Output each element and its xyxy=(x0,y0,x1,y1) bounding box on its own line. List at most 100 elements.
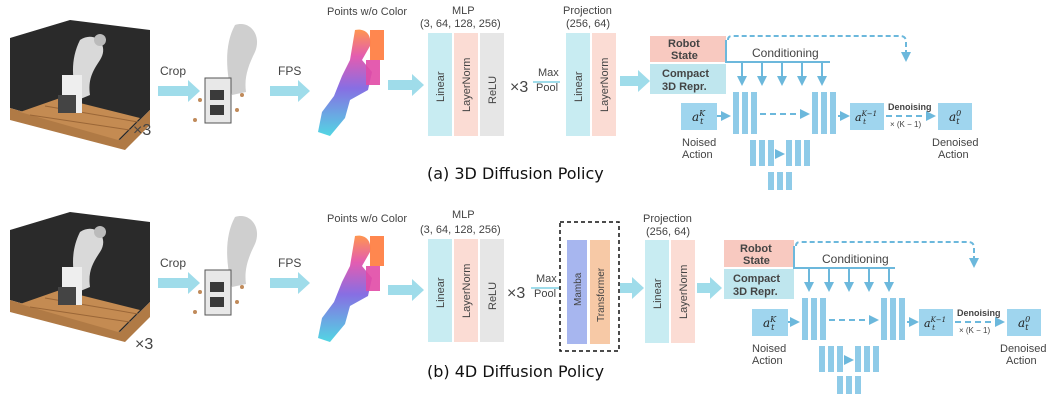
projection-layernorm-label: LayerNorm xyxy=(599,58,611,112)
robot-state-block xyxy=(650,36,726,62)
denoising-label: Denoising xyxy=(888,102,932,112)
fps-label: FPS xyxy=(278,256,301,270)
mamba-block xyxy=(567,240,587,344)
fps-arrow xyxy=(270,80,310,102)
mlp-layernorm-label: LayerNorm xyxy=(461,264,473,318)
to-mlp-arrow xyxy=(388,74,424,96)
maxpool-label-2: Pool xyxy=(534,288,556,300)
compact-repr-label-1: Compact xyxy=(662,68,709,80)
denoised-action-label-1: Denoised xyxy=(1000,343,1046,355)
projection-layernorm-block xyxy=(671,240,695,343)
robot-scene-image xyxy=(10,212,150,342)
robot-state-label-2: State xyxy=(743,255,770,267)
mlp-dims: (3, 64, 128, 256) xyxy=(420,224,501,236)
point-cloud-image xyxy=(318,235,384,342)
mlp-layernorm-label: LayerNorm xyxy=(461,58,473,112)
panel-a: ×3 Crop FPS Points w/o Color MLP xyxy=(10,5,978,190)
denoised-action-label-2: Action xyxy=(938,149,969,161)
mlp-linear-block xyxy=(428,33,452,136)
maxpool-label-2: Pool xyxy=(536,82,558,94)
to-policy-arrow xyxy=(697,277,722,299)
robot-state-label-2: State xyxy=(671,50,698,62)
projection-title: Projection xyxy=(563,5,612,17)
mlp-relu-label: ReLU xyxy=(487,282,499,310)
to-projection-arrow xyxy=(620,277,644,299)
mlp-title: MLP xyxy=(452,5,475,17)
points-label: Points w/o Color xyxy=(327,213,407,225)
crop-label: Crop xyxy=(160,256,186,270)
mlp-layernorm-block xyxy=(454,33,478,136)
mlp-dims: (3, 64, 128, 256) xyxy=(420,18,501,30)
unet-block xyxy=(733,92,836,190)
denoised-action-block xyxy=(938,103,972,130)
projection-linear-block xyxy=(645,240,669,343)
scene-multiplier: ×3 xyxy=(135,336,153,353)
maxpool-label-1: Max xyxy=(538,67,559,79)
denoising-steps: × (K − 1) xyxy=(959,326,990,335)
mlp-linear-label: Linear xyxy=(435,277,447,308)
caption-a: (a) 3D Diffusion Policy xyxy=(427,164,604,183)
mlp-linear-label: Linear xyxy=(435,71,447,102)
temporal-module-box xyxy=(559,221,620,352)
point-cloud-image xyxy=(318,29,384,136)
noised-action-label-1: Noised xyxy=(752,343,786,355)
robot-scene-image xyxy=(10,20,150,150)
compact-repr-block xyxy=(724,269,794,299)
mlp-relu-block xyxy=(480,33,504,136)
to-policy-arrow xyxy=(620,70,650,92)
points-label: Points w/o Color xyxy=(327,6,407,18)
mlp-relu-label: ReLU xyxy=(487,76,499,104)
denoising-label: Denoising xyxy=(957,308,1001,318)
to-mlp-arrow xyxy=(388,279,424,301)
robot-state-block xyxy=(724,240,794,267)
mlp-layernorm-block xyxy=(454,239,478,342)
compact-repr-label-1: Compact xyxy=(733,273,780,285)
crop-label: Crop xyxy=(160,64,186,78)
mlp-relu-block xyxy=(480,239,504,342)
conditioning-label: Conditioning xyxy=(752,46,819,60)
denoising-steps: × (K − 1) xyxy=(890,120,921,129)
noised-action-label-1: Noised xyxy=(682,137,716,149)
projection-linear-label: Linear xyxy=(652,278,664,309)
denoised-action-label-1: Denoised xyxy=(932,137,978,149)
compact-repr-label-2: 3D Repr. xyxy=(662,81,707,93)
robot-state-label-1: Robot xyxy=(668,38,700,50)
panel-b: ×3 Crop FPS Points w/o Color MLP (3, 64,… xyxy=(10,209,1046,394)
compact-repr-label-2: 3D Repr. xyxy=(733,286,778,298)
noised-action-label-2: Action xyxy=(752,355,783,367)
unet-block xyxy=(802,298,905,394)
cropped-scene-image xyxy=(193,24,258,124)
projection-dims: (256, 64) xyxy=(646,226,690,238)
fps-label: FPS xyxy=(278,64,301,78)
transformer-block xyxy=(590,240,610,344)
crop-arrow xyxy=(158,272,200,294)
mlp-repeat: ×3 xyxy=(507,285,525,302)
noised-action-label-2: Action xyxy=(682,149,713,161)
cropped-scene-image xyxy=(193,216,258,316)
intermediate-action-block xyxy=(850,103,884,130)
conditioning-label: Conditioning xyxy=(822,252,889,266)
projection-title: Projection xyxy=(643,213,692,225)
denoised-action-label-2: Action xyxy=(1006,355,1037,367)
projection-layernorm-label: LayerNorm xyxy=(678,265,690,319)
transformer-label: Transformer xyxy=(596,267,607,322)
fps-arrow xyxy=(270,272,310,294)
maxpool-label-1: Max xyxy=(536,273,557,285)
mlp-title: MLP xyxy=(452,209,475,221)
scene-multiplier: ×3 xyxy=(133,122,151,139)
caption-b: (b) 4D Diffusion Policy xyxy=(427,362,604,381)
robot-state-label-1: Robot xyxy=(740,243,772,255)
mlp-repeat: ×3 xyxy=(510,79,528,96)
mamba-label: Mamba xyxy=(573,272,584,306)
projection-layernorm-block xyxy=(592,33,616,136)
compact-repr-block xyxy=(650,64,726,94)
crop-arrow xyxy=(158,80,200,102)
denoised-action-block xyxy=(1007,309,1041,336)
projection-linear-block xyxy=(566,33,590,136)
mlp-linear-block xyxy=(428,239,452,342)
